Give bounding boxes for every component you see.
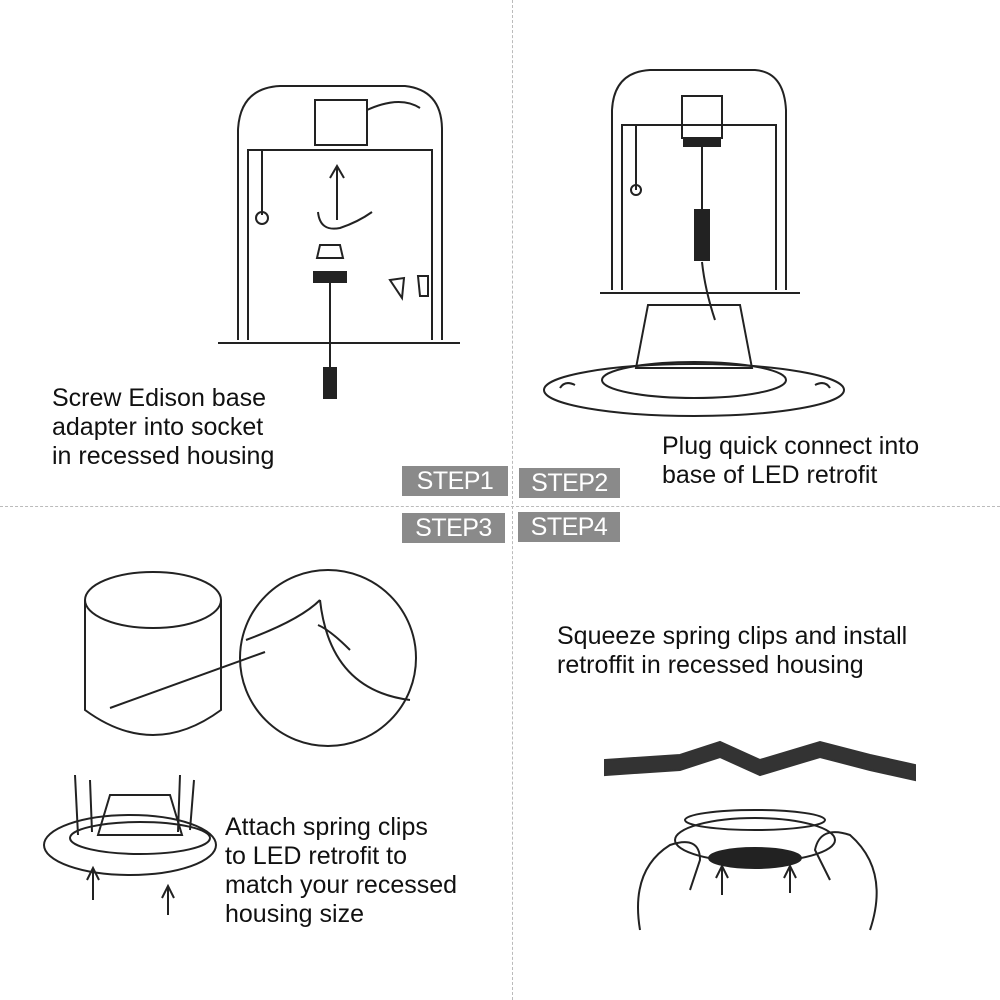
horizontal-divider	[0, 506, 1000, 507]
step1-badge: STEP1	[402, 466, 508, 496]
step3-clip-illustration	[43, 569, 417, 915]
step3-badge: STEP3	[402, 513, 505, 543]
step3-caption: Attach spring clips to LED retrofit to m…	[225, 813, 458, 928]
step1-caption: Screw Edison base adapter into socket in…	[52, 384, 275, 470]
step1-housing-illustration	[218, 85, 460, 399]
step2-caption: Plug quick connect into base of LED retr…	[662, 432, 920, 489]
step4-caption: Squeeze spring clips and install retroff…	[557, 622, 908, 679]
step4-install-illustration	[604, 740, 916, 931]
step4-badge: STEP4	[518, 512, 620, 542]
step2-retrofit-illustration	[543, 69, 845, 417]
vertical-divider	[512, 0, 513, 1000]
step2-badge: STEP2	[519, 468, 620, 498]
